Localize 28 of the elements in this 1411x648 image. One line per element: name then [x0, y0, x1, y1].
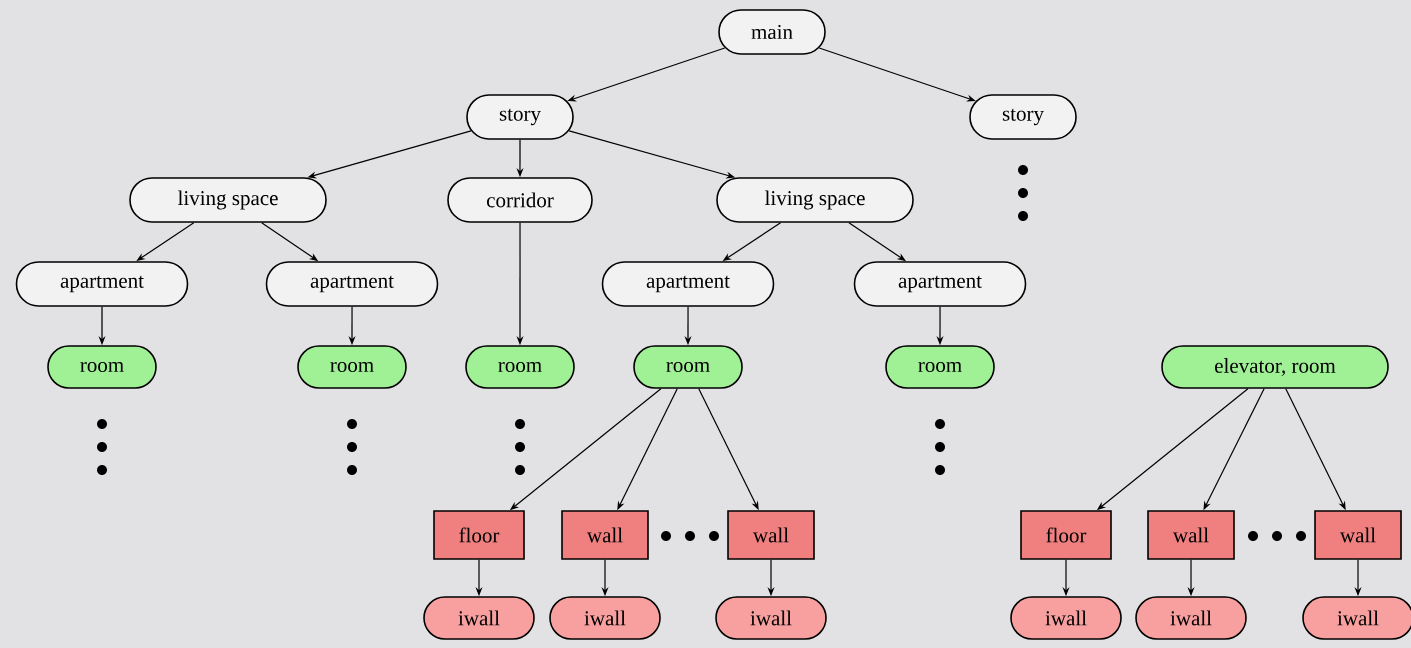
wall-node: iwall [423, 596, 535, 640]
tree-node: apartment [601, 261, 775, 307]
tree-node: apartment [265, 261, 439, 307]
tree-node: apartment [15, 261, 189, 307]
tree-node: main [718, 9, 826, 55]
tree-node: living space [129, 177, 327, 223]
wall-node: iwall [715, 596, 827, 640]
wall-node: iwall [1302, 596, 1411, 640]
wall-node: iwall [549, 596, 661, 640]
room-node: room [47, 345, 157, 389]
element-box: floor [1020, 510, 1112, 560]
element-box: floor [433, 510, 525, 560]
wall-node: iwall [1135, 596, 1247, 640]
tree-node: story [466, 94, 574, 140]
wall-node: iwall [1010, 596, 1122, 640]
room-node: room [465, 345, 575, 389]
element-box: wall [727, 510, 815, 560]
tree-node: apartment [853, 261, 1027, 307]
tree-node: story [969, 94, 1077, 140]
tree-node: corridor [447, 177, 593, 223]
element-box: wall [1314, 510, 1402, 560]
element-box: wall [1147, 510, 1235, 560]
room-node: room [885, 345, 995, 389]
room-node: room [297, 345, 407, 389]
element-box: wall [561, 510, 649, 560]
room-node: elevator, room [1161, 345, 1389, 389]
room-node: room [633, 345, 743, 389]
tree-node: living space [716, 177, 914, 223]
